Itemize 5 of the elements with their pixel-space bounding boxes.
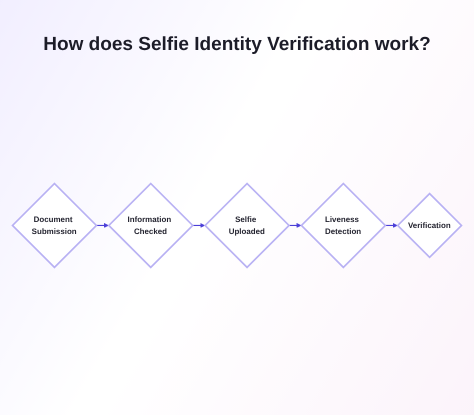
arrow	[192, 222, 206, 228]
arrow	[385, 222, 398, 228]
arrow	[96, 222, 109, 228]
arrow	[288, 222, 302, 228]
title: How does Selfie Identity Verification work?	[42, 33, 432, 56]
